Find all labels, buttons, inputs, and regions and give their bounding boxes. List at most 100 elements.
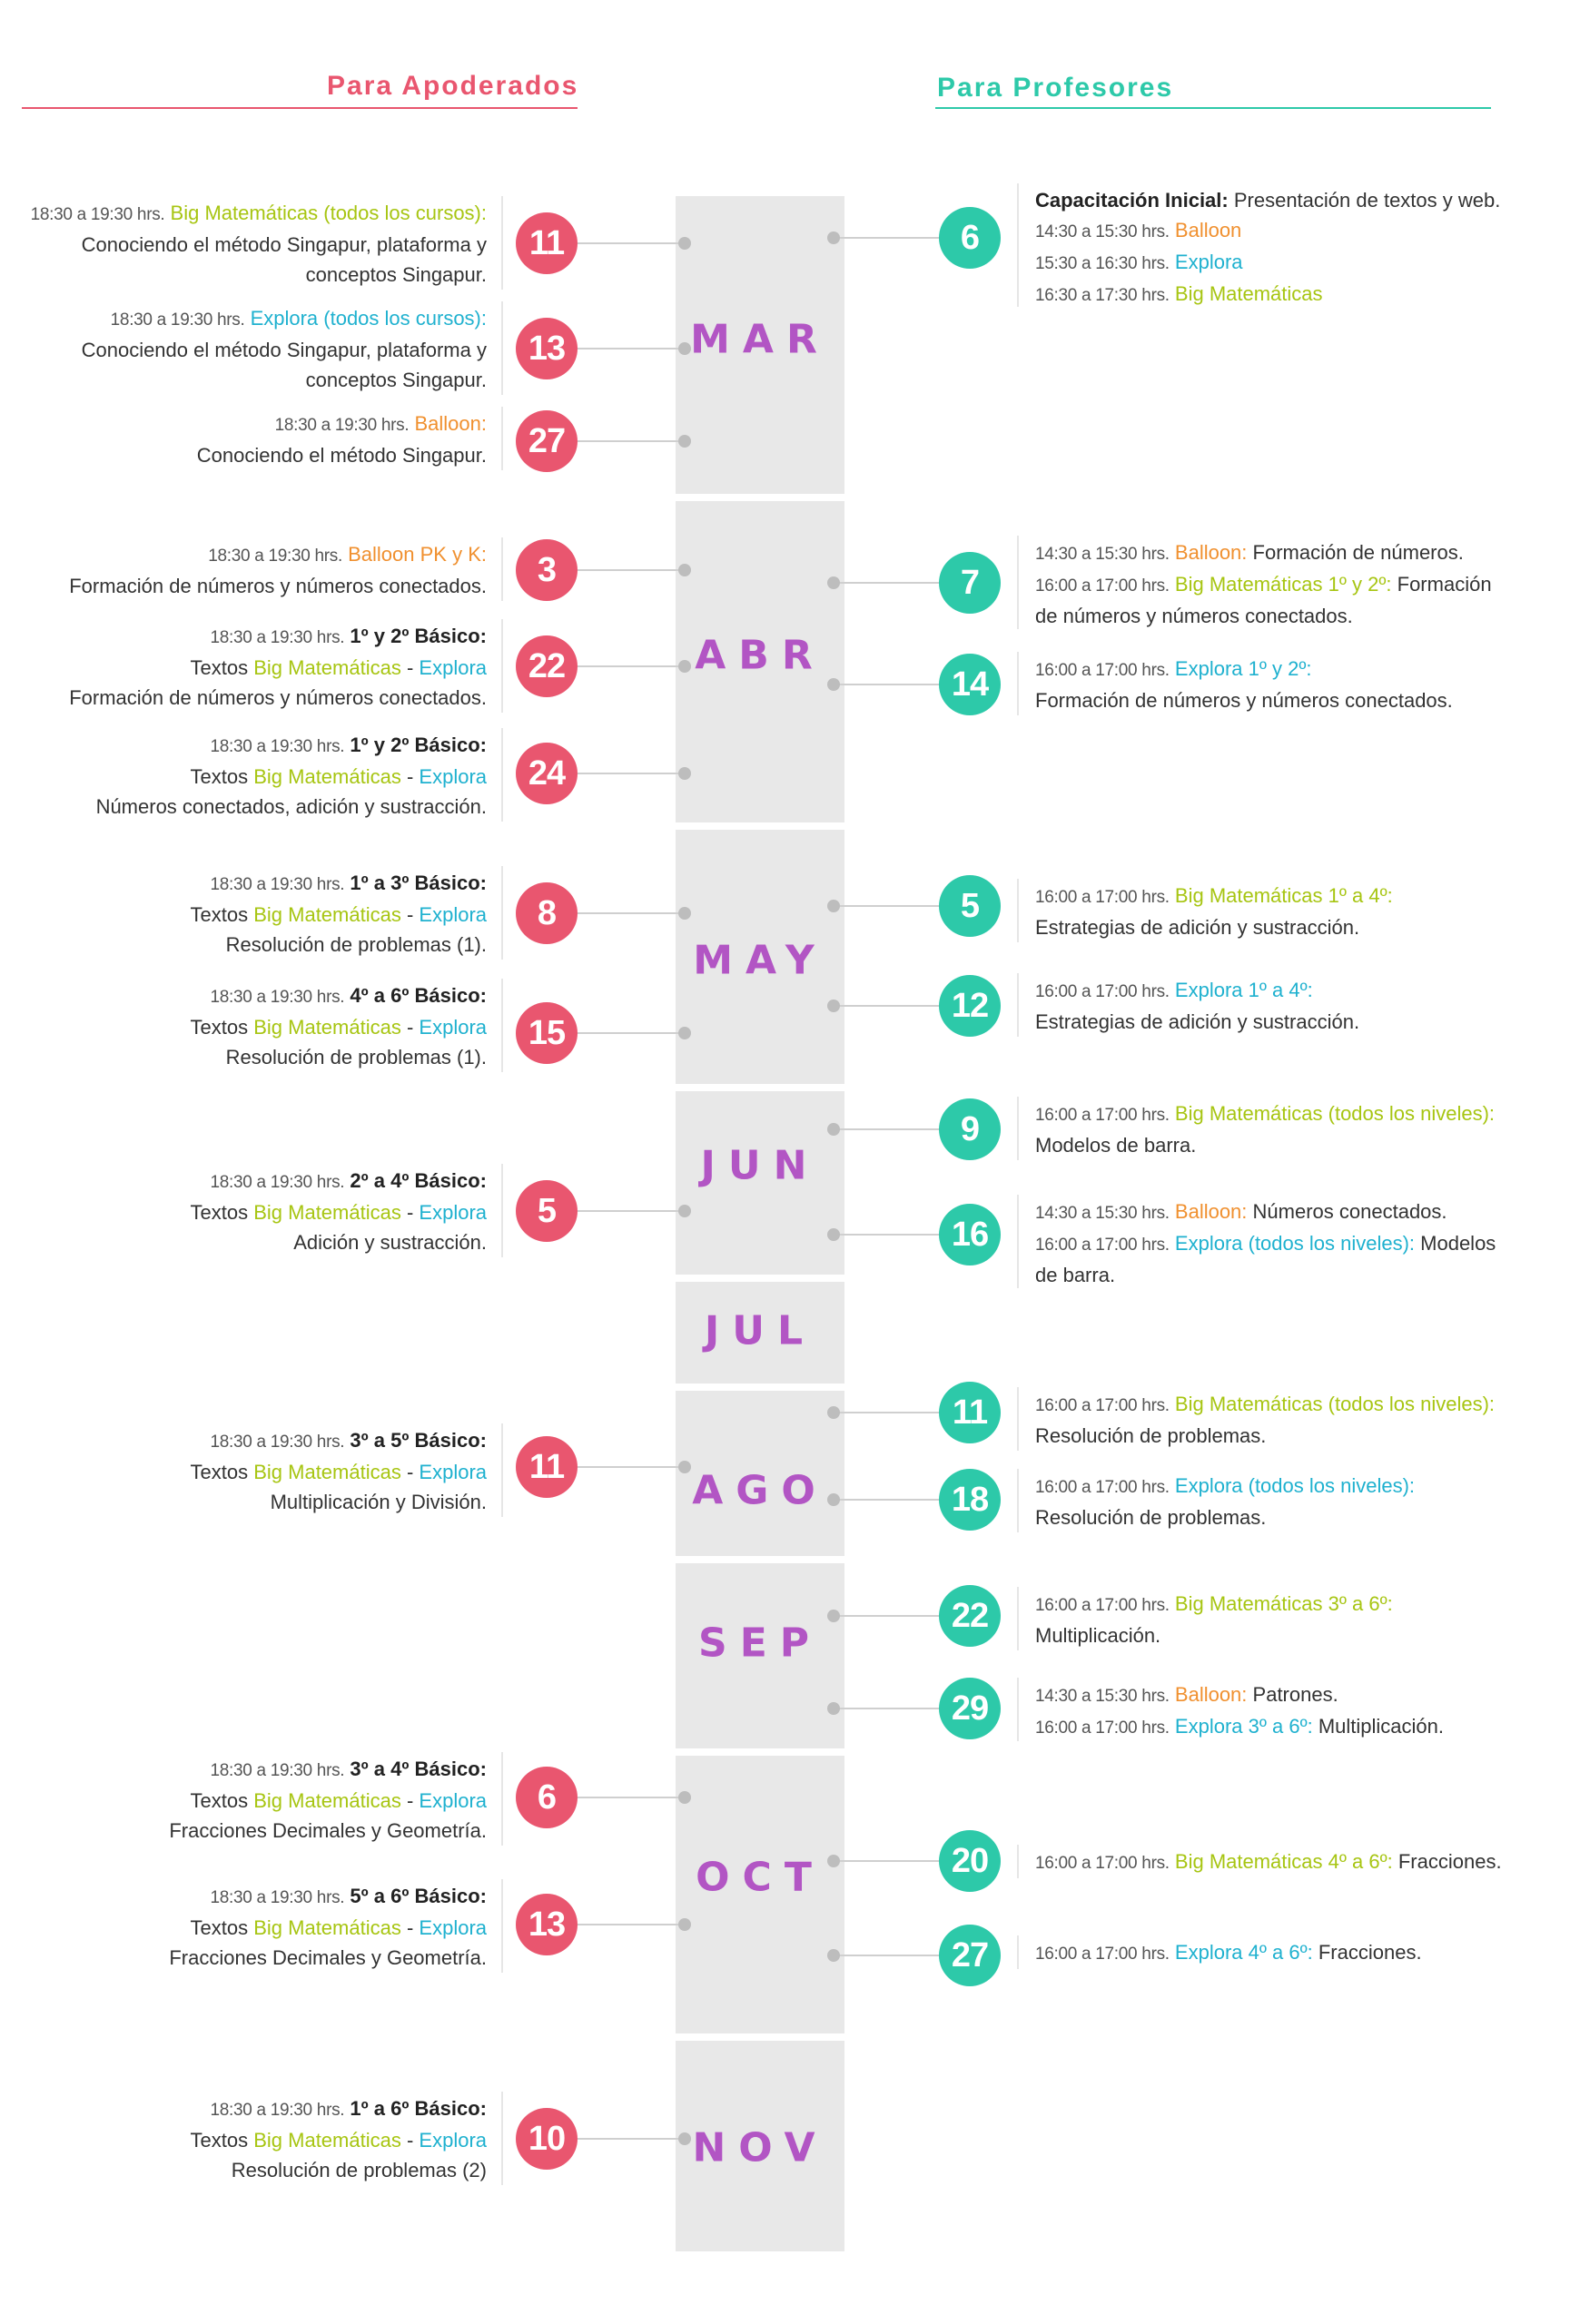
program-explora: Explora [419,1916,487,1939]
event-time: 18:30 a 19:30 hrs. [210,737,345,756]
program-big-matematicas: Big Matemáticas [253,656,401,679]
event-time: 18:30 a 19:30 hrs. [30,205,165,224]
event-time: 14:30 a 15:30 hrs. [1035,545,1170,564]
event-line: 18:30 a 19:30 hrs. 1º a 3º Básico: [191,868,488,900]
event-time: 18:30 a 19:30 hrs. [210,628,345,647]
event-line: 18:30 a 19:30 hrs. 1º y 2º Básico: [96,730,488,762]
parent-date-badge: 5 [516,1180,578,1242]
timeline-dot [678,342,691,355]
event-divider [501,2092,503,2185]
event-text: Conociendo el método Singapur. [196,444,487,467]
program-explora: Explora 3º a 6º: [1174,1715,1313,1738]
event-time: 14:30 a 15:30 hrs. [1035,222,1170,241]
parent-date-badge: 13 [516,1894,578,1955]
event-line: 16:00 a 17:00 hrs. Big Matemáticas (todo… [1035,1389,1544,1421]
parent-date-badge: 13 [516,318,578,379]
program-big-matematicas: Big Matemáticas [253,1201,401,1224]
month-block: MAY [676,830,844,1084]
program-explora: Explora (todos los cursos): [250,307,487,330]
month-block: ABR [676,501,844,822]
event-line: 14:30 a 15:30 hrs. Balloon: Formación de… [1035,537,1544,569]
month-label: MAR [690,316,830,363]
program-explora: Explora (todos los niveles): [1174,1474,1416,1497]
event-divider [501,619,503,713]
program-explora: Explora (todos los niveles): [1174,1232,1416,1255]
event-line: Formación de números y números conectado… [69,683,487,713]
event-line: Estrategias de adición y sustracción. [1035,1007,1544,1037]
event-line: Multiplicación y División. [191,1487,487,1517]
event-divider [501,1423,503,1517]
event-divider [1017,1845,1019,1878]
timeline-dot [827,900,840,912]
event-divider [1017,973,1019,1037]
teacher-date-badge: 9 [939,1098,1001,1160]
event-text: Modelos [1415,1232,1496,1255]
event-level: 1º a 6º Básico: [350,2097,487,2120]
event-text: Formación de números y números conectado… [69,575,487,597]
parent-event: 18:30 a 19:30 hrs. 1º a 6º Básico:Textos… [191,2093,487,2185]
connector-line [834,237,970,239]
program-balloon: Balloon: [1174,1200,1248,1223]
event-text: Textos [190,1201,254,1224]
connector-line [576,665,685,667]
event-text: Textos [190,1916,254,1939]
event-line: Resolución de problemas. [1035,1502,1544,1532]
event-line: 18:30 a 19:30 hrs. Balloon: [197,409,487,440]
event-text: - [400,2129,420,2152]
event-divider [501,979,503,1072]
header-teachers-underline [935,107,1491,109]
event-line: 15:30 a 16:30 hrs. Explora [1035,247,1544,279]
connector-line [834,1005,970,1007]
timeline-dot [678,564,691,576]
event-time: 16:00 a 17:00 hrs. [1035,1236,1170,1255]
timeline-dot [678,907,691,920]
event-line: Textos Big Matemáticas - Explora [191,2125,487,2155]
timeline-dot [827,1406,840,1419]
event-line: 18:30 a 19:30 hrs. 3º a 4º Básico: [169,1754,488,1786]
event-line: Textos Big Matemáticas - Explora [191,1197,487,1227]
month-block: SEP [676,1563,844,1748]
event-text: Conociendo el método Singapur, plataform… [81,233,487,256]
program-explora: Explora [419,903,487,926]
parent-event: 18:30 a 19:30 hrs. 5º a 6º Básico:Textos… [169,1881,487,1973]
program-explora: Explora [419,656,487,679]
event-text: Fracciones. [1312,1941,1422,1964]
parent-date-badge: 8 [516,882,578,944]
teacher-event: 16:00 a 17:00 hrs. Big Matemáticas 3º a … [1035,1589,1544,1650]
event-text: Fracciones. [1392,1850,1502,1873]
event-time: 18:30 a 19:30 hrs. [208,547,342,566]
timeline-dot [827,1123,840,1136]
event-text: Textos [190,1789,254,1812]
connector-line [834,1955,970,1956]
parent-date-badge: 6 [516,1767,578,1828]
event-line: 16:00 a 17:00 hrs. Explora 4º a 6º: Frac… [1035,1937,1544,1969]
parent-date-badge: 11 [516,1436,578,1498]
event-divider [501,728,503,822]
event-divider [501,537,503,601]
timeline-dot [827,1702,840,1715]
event-divider [1017,1469,1019,1532]
teacher-date-badge: 18 [939,1469,1001,1531]
event-text: Multiplicación y División. [270,1491,487,1513]
event-text: Resolución de problemas. [1035,1424,1267,1447]
event-text: de números y números conectados. [1035,605,1353,627]
event-time: 14:30 a 15:30 hrs. [1035,1204,1170,1223]
program-big-matematicas: Big Matemáticas [253,765,401,788]
event-text: de barra. [1035,1264,1116,1286]
event-line: 16:30 a 17:30 hrs. Big Matemáticas [1035,279,1544,310]
teacher-event: 16:00 a 17:00 hrs. Big Matemáticas (todo… [1035,1098,1544,1160]
timeline-dot [827,1000,840,1012]
month-label: OCT [696,1854,825,1901]
program-explora: Explora [419,1016,487,1039]
event-line: Textos Big Matemáticas - Explora [191,900,487,930]
event-divider [501,1752,503,1846]
event-level: 3º a 5º Básico: [350,1429,487,1452]
connector-line [834,1615,970,1617]
teacher-date-badge: 27 [939,1925,1001,1986]
connector-line [834,684,970,685]
program-explora: Explora [419,765,487,788]
event-text: - [400,656,420,679]
month-label: ABR [695,632,825,679]
month-label: NOV [692,2124,828,2171]
event-text: - [400,1201,420,1224]
